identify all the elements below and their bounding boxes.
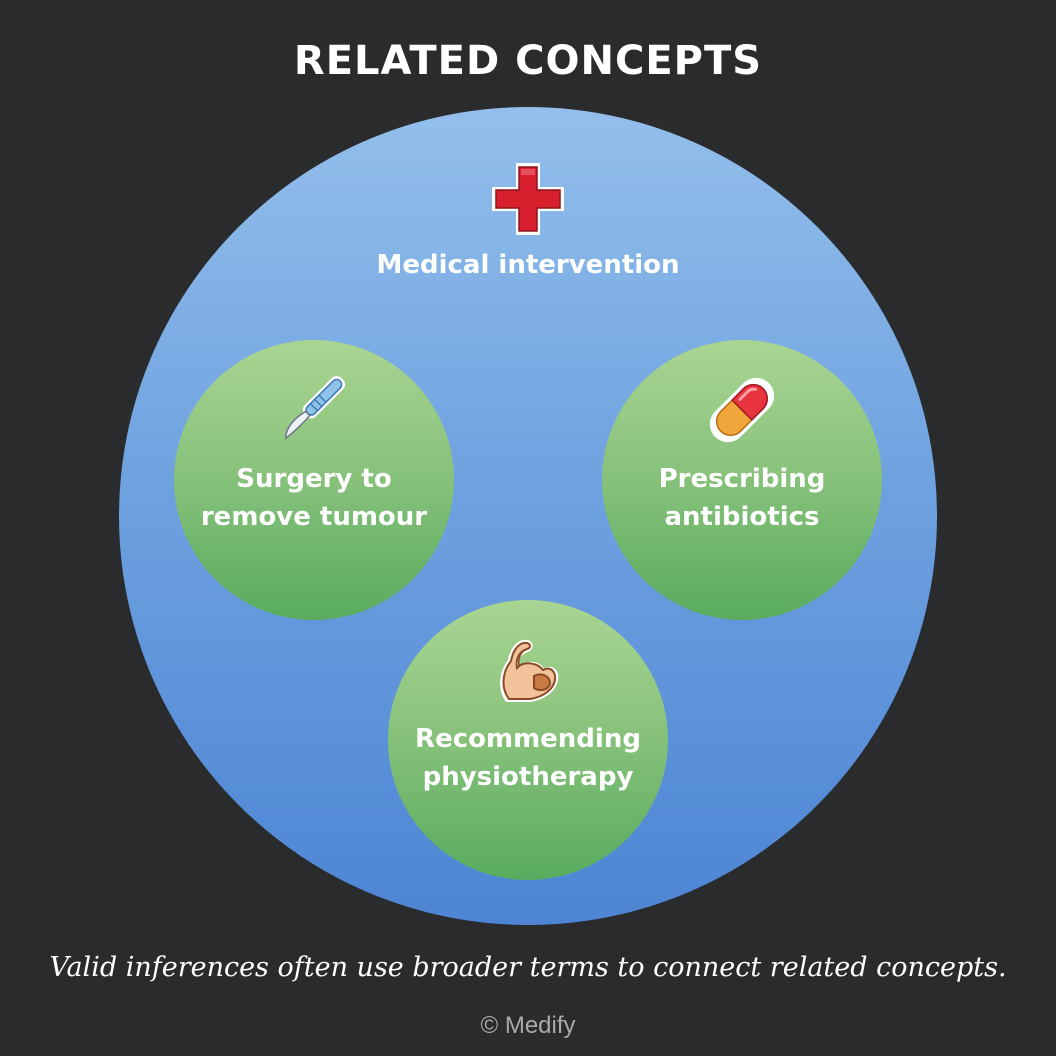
child-label-line-2: remove tumour xyxy=(200,502,428,532)
diagram-title: RELATED CONCEPTS xyxy=(293,38,763,84)
caption-text: Valid inferences often use broader terms… xyxy=(49,952,1007,983)
child-label-line-2: physiotherapy xyxy=(422,762,634,792)
scalpel-icon xyxy=(284,376,346,440)
child-concept-surgery: Surgery to remove tumour xyxy=(174,340,454,620)
pill-capsule-icon xyxy=(709,377,775,443)
copyright-text: © Medify xyxy=(480,1012,576,1039)
child-label-line-1: Prescribing xyxy=(658,464,826,494)
child-concept-physiotherapy: Recommending physiotherapy xyxy=(388,600,668,880)
child-label-line-2: antibiotics xyxy=(664,502,820,532)
child-label-line-1: Surgery to xyxy=(236,464,392,494)
flexed-biceps-icon xyxy=(500,639,559,702)
child-concept-label: Prescribing antibiotics xyxy=(612,460,872,536)
child-label-line-1: Recommending xyxy=(415,724,641,754)
child-concept-antibiotics: Prescribing antibiotics xyxy=(602,340,882,620)
child-concept-label: Surgery to remove tumour xyxy=(184,460,444,536)
red-cross-icon xyxy=(492,163,564,235)
child-concept-label: Recommending physiotherapy xyxy=(398,720,658,796)
parent-concept-label: Medical intervention xyxy=(376,250,680,280)
